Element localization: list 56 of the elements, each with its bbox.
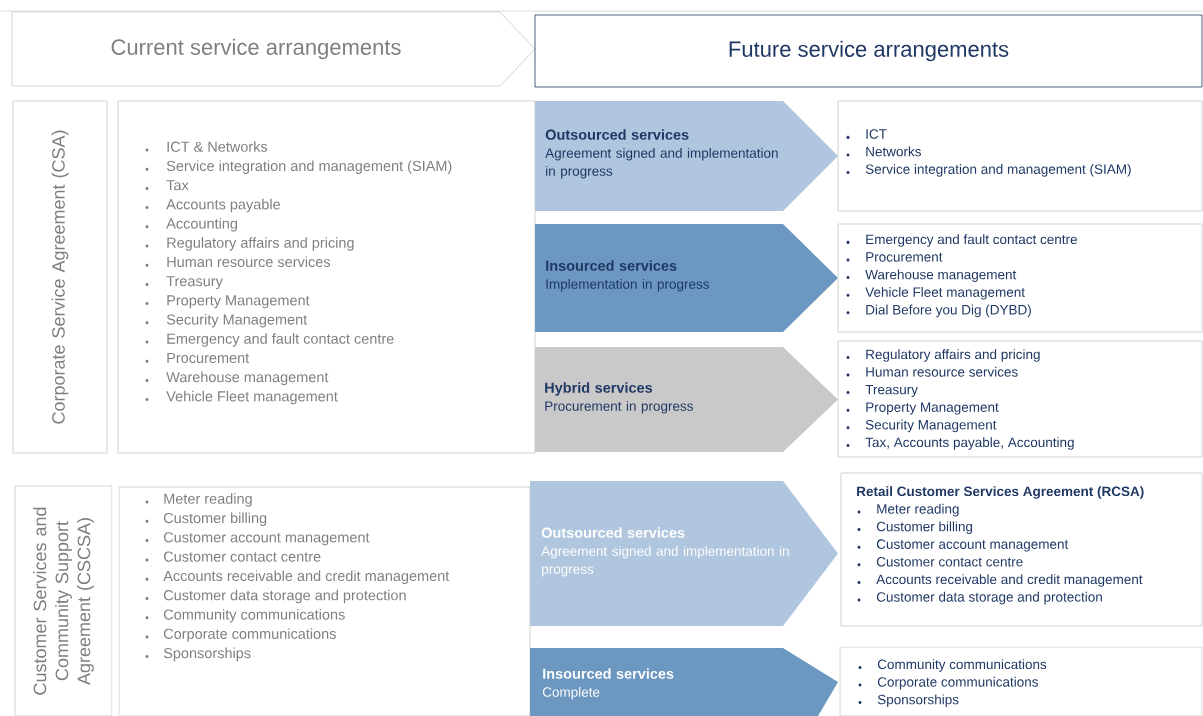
- list-item: Human resource services: [167, 256, 331, 268]
- list-item: Emergency and fault contact centre: [866, 234, 1077, 247]
- list-item: Customer account management: [163, 532, 370, 546]
- list-item: Vehicle Fleet management: [865, 287, 1025, 300]
- vertical-label: Customer Services and Community Support Agreement (CSCSA): [33, 507, 94, 695]
- list-item: Human resource services: [866, 366, 1018, 377]
- list-item: Dial Before you Dig (DYBD): [866, 304, 1031, 318]
- status-banner: Outsourced services Agreement signed and implementation in progress: [530, 481, 838, 626]
- list-item: Customer data storage and protection: [163, 589, 406, 604]
- list-item: Customer account management: [876, 539, 1069, 552]
- list-item: Meter reading: [164, 493, 252, 507]
- list-item: Warehouse management: [865, 269, 1017, 282]
- status-banner: Outsourced services Agreement signed and implementation in progress: [535, 101, 838, 211]
- list-item: Customer data storage and protection: [876, 591, 1102, 605]
- list-item: Treasury: [166, 276, 223, 290]
- list-item: Treasury: [865, 384, 918, 397]
- list-item: Regulatory affairs and pricing: [167, 237, 354, 251]
- vertical-label: Corporate Service Agreement (CSA): [51, 130, 69, 424]
- list-item: Tax, Accounts payable, Accounting: [865, 437, 1074, 450]
- list-item: Service integration and management (SIAM): [865, 164, 1131, 177]
- status-banner: Insourced services Complete: [530, 648, 838, 716]
- list-item: Security Management: [865, 419, 997, 433]
- list-item: Customer contact centre: [876, 556, 1023, 567]
- list-item: Property Management: [866, 402, 999, 415]
- list-item: Warehouse management: [166, 371, 329, 386]
- list-item: Customer billing: [163, 512, 267, 527]
- list-item: Procurement: [167, 352, 250, 364]
- status-banner: Insourced services Implementation in progress: [535, 224, 838, 332]
- list-item: Accounts receivable and credit management: [876, 574, 1143, 587]
- list-item: Regulatory affairs and pricing: [866, 349, 1040, 362]
- list-item: Property Management: [167, 295, 310, 309]
- status-banner: Hybrid services Procurement in progress: [535, 347, 838, 452]
- list-item: Procurement: [866, 252, 943, 262]
- list-item: Accounting: [166, 218, 237, 232]
- list-item: Security Management: [166, 314, 308, 328]
- list-item: Service integration and management (SIAM): [166, 160, 452, 174]
- list-item: Sponsorships: [163, 647, 251, 662]
- list-item: Tax: [166, 180, 189, 191]
- list-item: Accounts payable: [166, 198, 280, 213]
- list-item: Corporate communications: [163, 628, 336, 642]
- list-item: Sponsorships: [877, 694, 959, 707]
- list-item: Customer contact centre: [163, 551, 321, 562]
- list-item: ICT & Networks: [167, 141, 268, 152]
- header-box: Future service arrangements: [534, 14, 1203, 88]
- list-item: Emergency and fault contact centre: [167, 333, 394, 347]
- list-item: Community communications: [163, 609, 345, 623]
- header-chevron: Current service arrangements: [11, 11, 536, 87]
- list-item: Corporate communications: [877, 676, 1038, 690]
- list-item: Accounts receivable and credit management: [163, 570, 450, 584]
- list-item: Customer billing: [876, 521, 973, 534]
- list-item: Networks: [866, 146, 921, 157]
- list-item: ICT: [866, 129, 887, 139]
- list-item: Vehicle Fleet management: [166, 390, 338, 405]
- list-item: Community communications: [877, 659, 1047, 672]
- list-heading: Retail Customer Services Agreement (RCSA): [857, 486, 1144, 499]
- list-item: Meter reading: [877, 503, 959, 517]
